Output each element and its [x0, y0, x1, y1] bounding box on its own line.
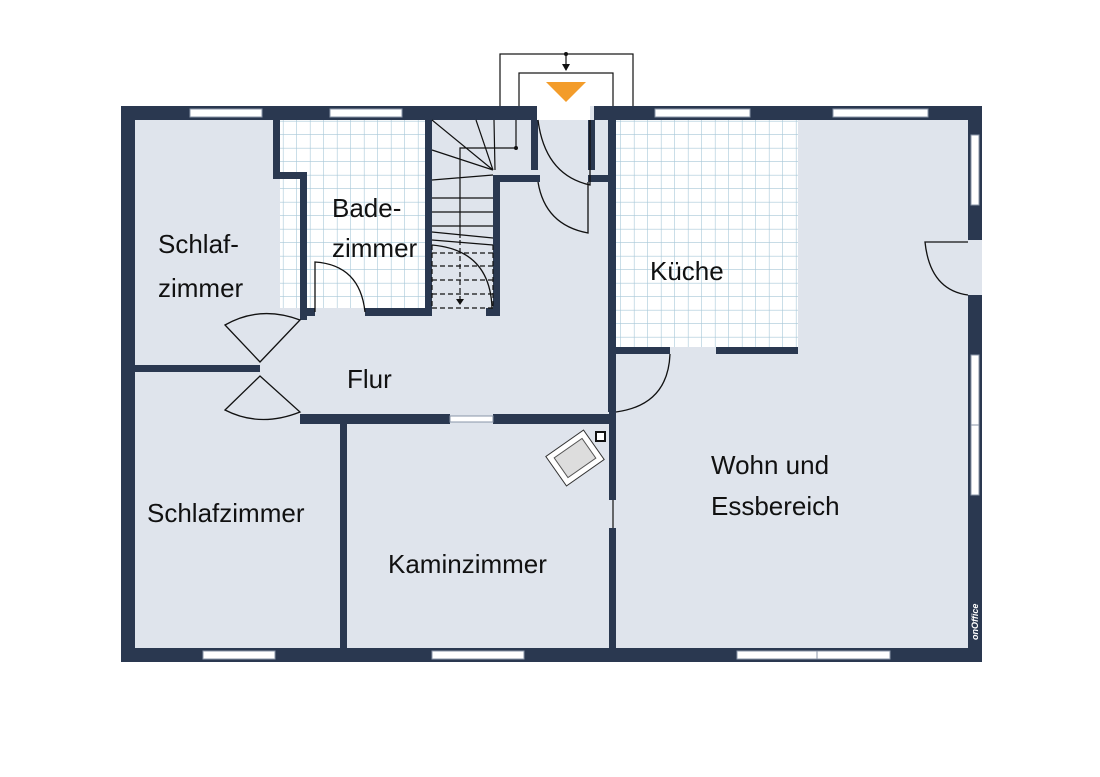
room-label-schlafzimmer-2: Schlafzimmer: [147, 498, 305, 528]
entrance-marker-icon: [546, 82, 586, 102]
floor-area: [121, 106, 982, 662]
room-label-schlafzimmer-1: Schlaf- zimmer: [158, 229, 246, 303]
room-label-flur: Flur: [347, 364, 392, 394]
entrance-canopy: [499, 52, 634, 109]
doors: [223, 119, 969, 528]
fireplace-icon: [545, 429, 605, 487]
chimney-icon: [595, 431, 606, 442]
room-label-badezimmer: Bade- zimmer: [332, 193, 418, 263]
windows: [189, 108, 980, 660]
kitchen-tiles: [616, 120, 798, 347]
room-label-wohn-essbereich: Wohn und Essbereich: [711, 450, 840, 521]
watermark-logo: onOffice: [970, 604, 980, 640]
staircase: [431, 119, 518, 309]
room-label-kueche: Küche: [650, 256, 724, 286]
room-label-kaminzimmer: Kaminzimmer: [388, 549, 547, 579]
